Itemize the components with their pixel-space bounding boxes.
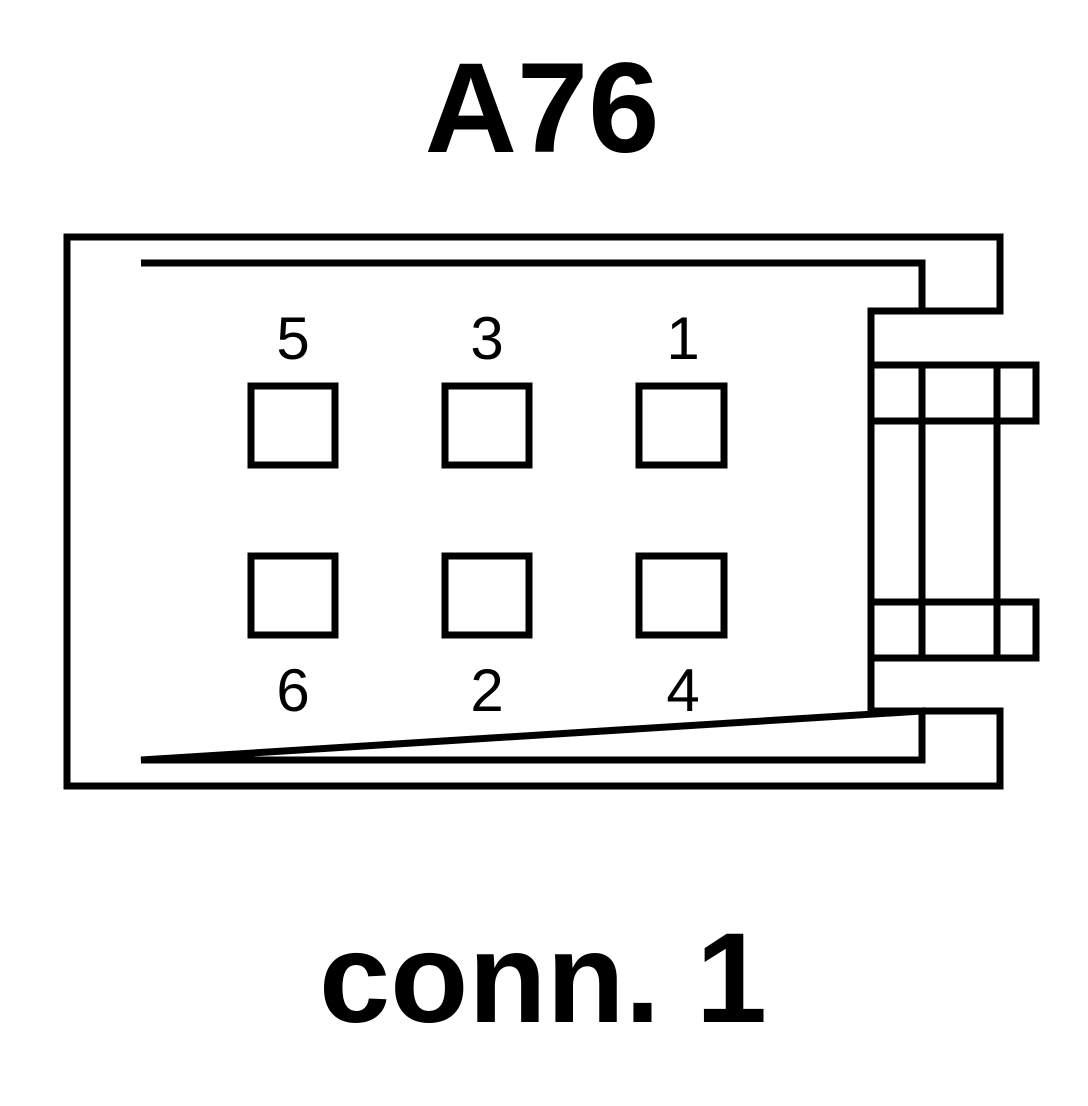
pin-label-3: 3 xyxy=(470,305,503,372)
pin-label-1: 1 xyxy=(666,305,699,372)
pin-cavity-5 xyxy=(247,382,339,469)
pin-cavity-2 xyxy=(441,552,533,639)
pin-label-4: 4 xyxy=(666,657,699,724)
connector-caption: conn. 1 xyxy=(319,907,767,1050)
housing-inner-outline xyxy=(140,259,926,764)
connector-title: A76 xyxy=(425,37,660,180)
pin-label-2: 2 xyxy=(470,657,503,724)
pin-cavities xyxy=(247,382,728,639)
pin-labels: 5 3 1 6 2 4 xyxy=(276,305,699,724)
pin-cavity-6 xyxy=(247,552,339,639)
connector-housing xyxy=(63,233,1040,790)
housing-outer-outline xyxy=(63,233,1004,790)
pin-label-5: 5 xyxy=(276,305,309,372)
latch-body-lower xyxy=(867,598,1040,662)
pin-cavity-1 xyxy=(635,382,728,469)
pin-cavity-3 xyxy=(441,382,533,469)
pin-label-6: 6 xyxy=(276,657,309,724)
latch-body xyxy=(867,361,1040,425)
pin-cavity-4 xyxy=(635,552,728,639)
